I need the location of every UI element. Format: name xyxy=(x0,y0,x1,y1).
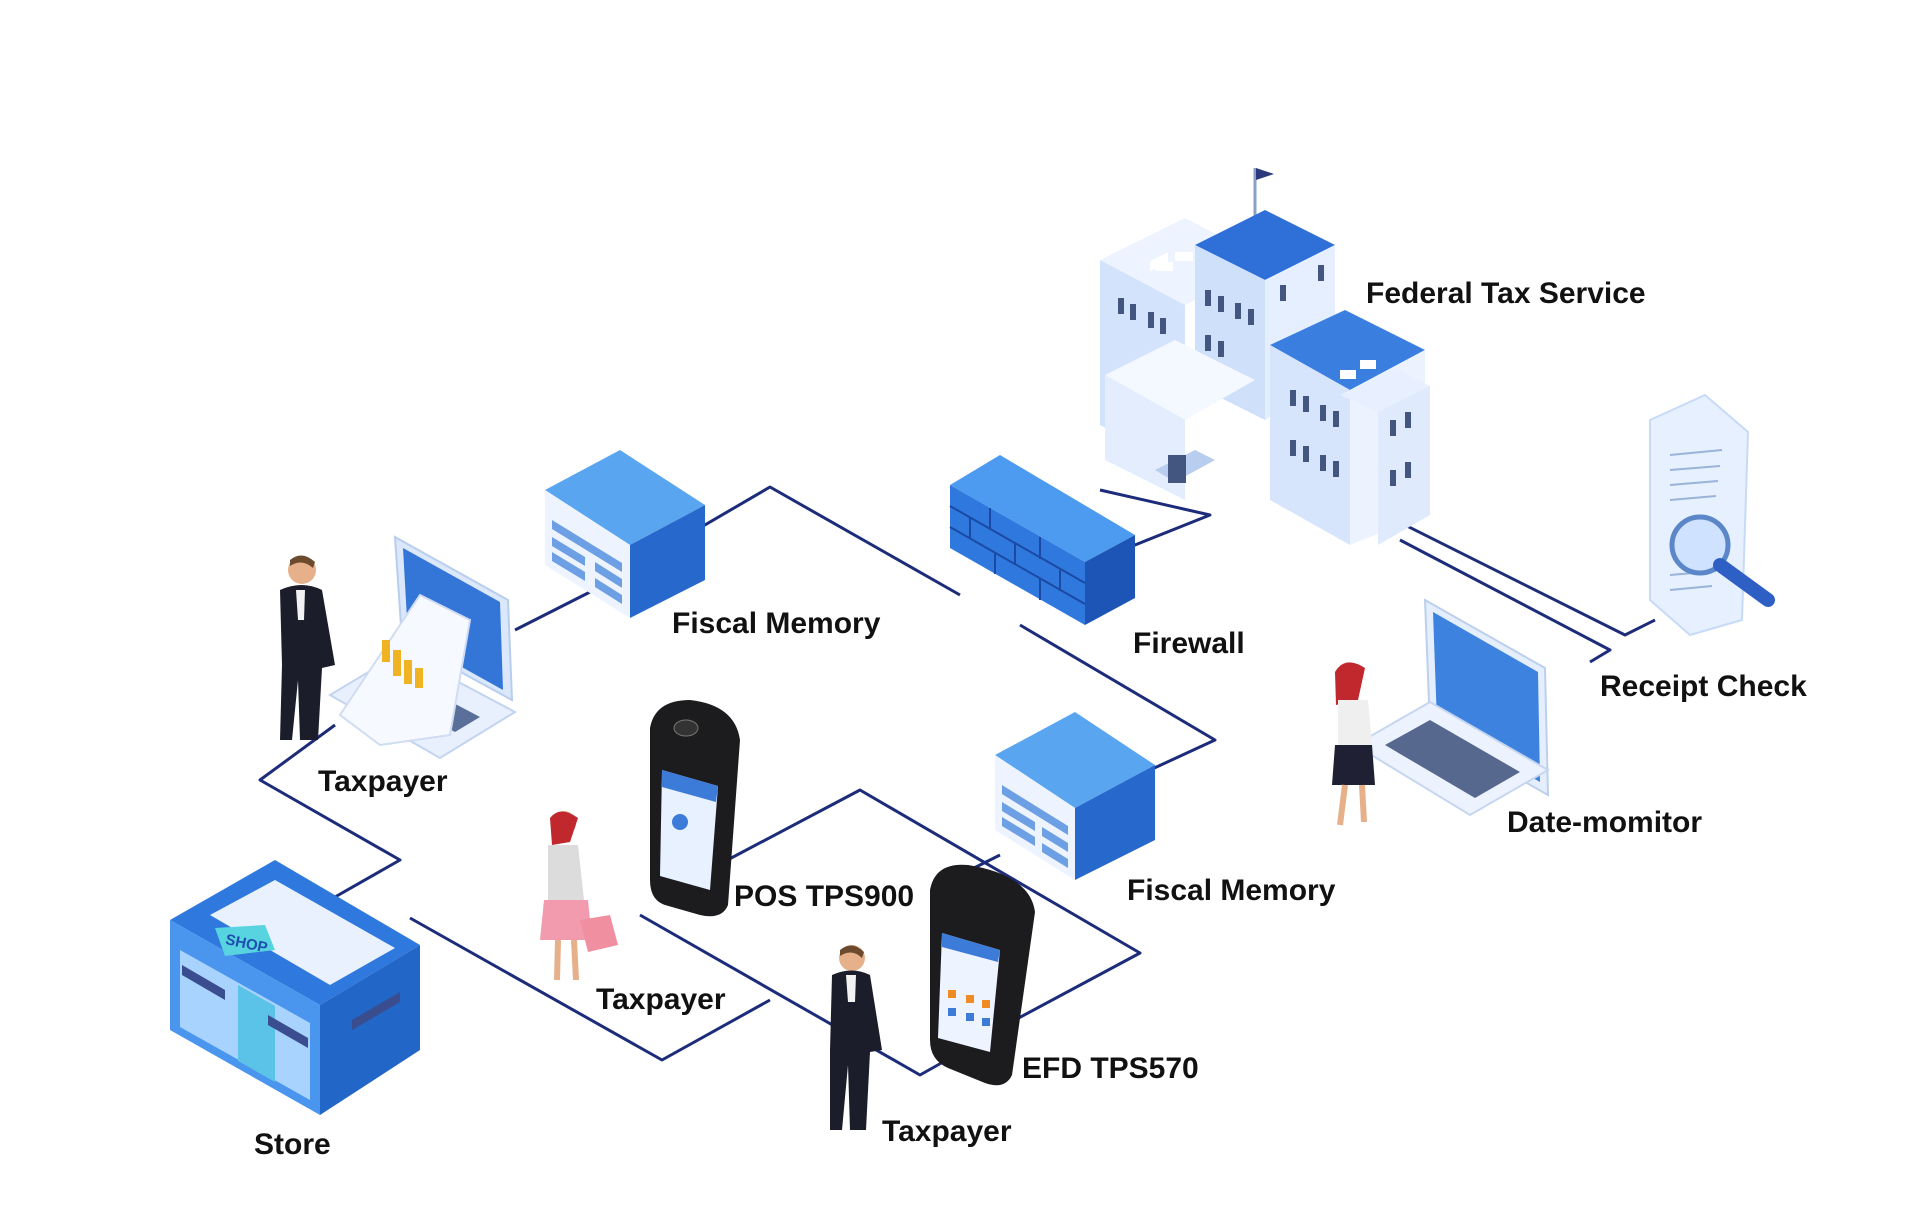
link-fts-receipt-check xyxy=(1394,518,1656,637)
label-taxpayer-efd: Taxpayer xyxy=(882,1115,1012,1148)
federal-tax-service-building xyxy=(1100,168,1430,545)
label-firewall: Firewall xyxy=(1133,627,1245,660)
label-store: Store xyxy=(254,1128,331,1161)
link-pos-fiscal-loop xyxy=(717,788,1142,1030)
label-receipt-check: Receipt Check xyxy=(1600,670,1807,703)
label-taxpayer-shopper: Taxpayer xyxy=(596,983,726,1016)
label-pos-tps900: POS TPS900 xyxy=(734,880,915,913)
link-fts-date-monitor xyxy=(1399,538,1612,664)
link-firewall-fiscal-memory-bottom xyxy=(1019,623,1217,772)
laptop-monitor-icon xyxy=(1353,598,1551,817)
pos-tps900-device xyxy=(650,700,740,917)
flag-icon xyxy=(1256,168,1274,180)
date-monitor-woman xyxy=(1332,662,1375,826)
efd-tps570-device xyxy=(930,864,1035,1086)
taxpayer-man-left xyxy=(280,555,335,740)
label-fiscal-memory-top: Fiscal Memory xyxy=(672,607,881,640)
fiscal-memory-server-top xyxy=(545,450,705,618)
link-firewall-fts xyxy=(1099,488,1212,557)
fiscal-memory-server-bottom xyxy=(995,712,1155,880)
receipt-check-icon xyxy=(1649,393,1775,637)
firewall-icon xyxy=(949,455,1135,625)
label-federal-tax-service: Federal Tax Service xyxy=(1366,277,1646,310)
magnifier-icon xyxy=(1713,558,1775,607)
connection-lines xyxy=(258,485,1656,1077)
laptop-receipt-icon xyxy=(328,535,518,760)
label-taxpayer-laptop: Taxpayer xyxy=(318,765,448,798)
link-store-taxpayer-efd xyxy=(409,916,771,1062)
link-laptop-taxpayer-store xyxy=(258,723,402,899)
taxpayer-man-bottom xyxy=(830,945,882,1130)
label-fiscal-memory-bottom: Fiscal Memory xyxy=(1127,874,1336,907)
store-building-icon: SHOP xyxy=(170,860,420,1115)
taxpayer-woman-shopper xyxy=(540,811,618,981)
label-date-monitor: Date-momitor xyxy=(1507,806,1703,839)
label-efd-tps570: EFD TPS570 xyxy=(1022,1052,1199,1085)
